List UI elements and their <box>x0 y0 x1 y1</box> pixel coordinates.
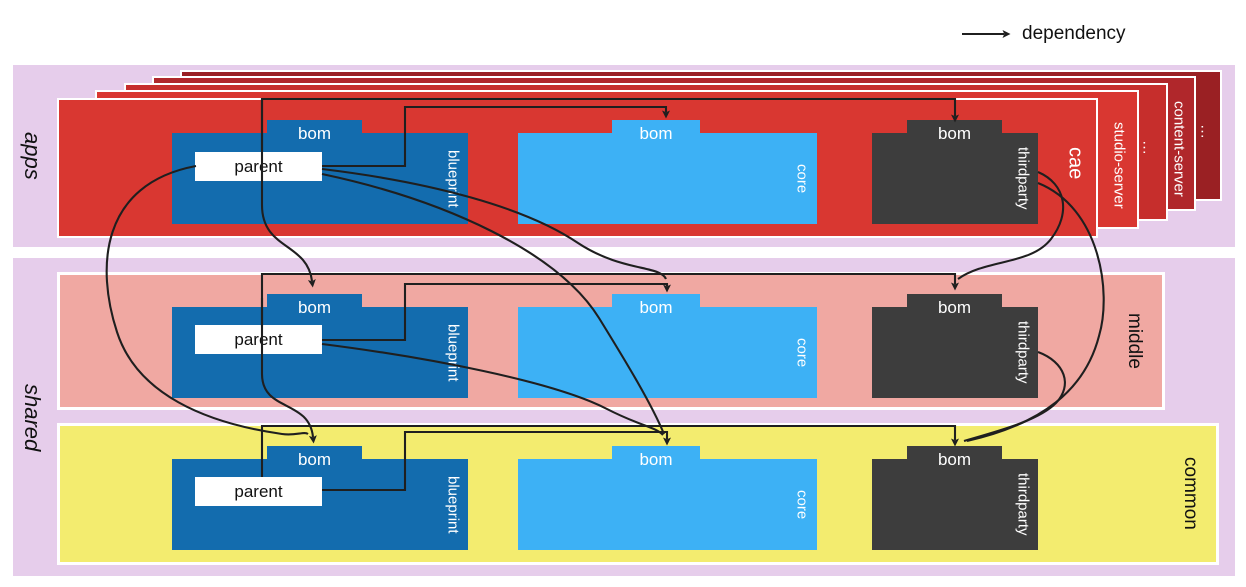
middle-thirdparty-label: thirdparty <box>1014 321 1032 384</box>
card-label-studio-server: studio-server <box>1110 121 1128 209</box>
middle-blueprint-bom-label: bom <box>297 298 332 317</box>
common-blueprint-label: blueprint <box>444 475 462 534</box>
dependency-arrow-icon <box>962 30 1011 38</box>
common-thirdparty-label: thirdparty <box>1014 473 1032 536</box>
middle-blueprint-label: blueprint <box>444 323 462 382</box>
apps-core-bom-label: bom <box>639 124 673 143</box>
card-label-cae: cae <box>1064 146 1087 180</box>
apps-thirdparty-bom-label: bom <box>937 124 972 143</box>
middle-parent-box: parent <box>195 325 322 354</box>
apps-blueprint-label: blueprint <box>444 149 462 208</box>
common-parent-box: parent <box>195 477 322 506</box>
apps-blueprint-bom-label: bom <box>297 124 332 143</box>
group-label-shared: shared <box>20 384 45 452</box>
middle-core-body <box>518 307 817 398</box>
group-label-apps: apps <box>20 132 45 180</box>
common-core-label: core <box>793 489 811 520</box>
apps-core-body <box>518 133 817 224</box>
apps-parent-box: parent <box>195 152 322 181</box>
section-label-middle: middle <box>1124 313 1145 369</box>
section-label-common: common <box>1180 456 1201 530</box>
apps-thirdparty-label: thirdparty <box>1014 147 1032 210</box>
middle-thirdparty-bom-label: bom <box>937 298 972 317</box>
apps-core-label: core <box>793 163 811 194</box>
legend: dependency <box>960 20 1220 48</box>
card-label-ellipsis-2: … <box>1197 123 1215 139</box>
middle-core-label: core <box>793 337 811 368</box>
legend-label: dependency <box>1022 23 1126 44</box>
common-thirdparty-bom-label: bom <box>937 450 972 469</box>
card-label-content-server: content-server <box>1170 101 1188 197</box>
middle-core-bom-label: bom <box>639 298 673 317</box>
common-blueprint-bom-label: bom <box>297 450 332 469</box>
common-core-body <box>518 459 817 550</box>
common-core-bom-label: bom <box>639 450 673 469</box>
card-label-ellipsis-1: … <box>1139 139 1157 155</box>
